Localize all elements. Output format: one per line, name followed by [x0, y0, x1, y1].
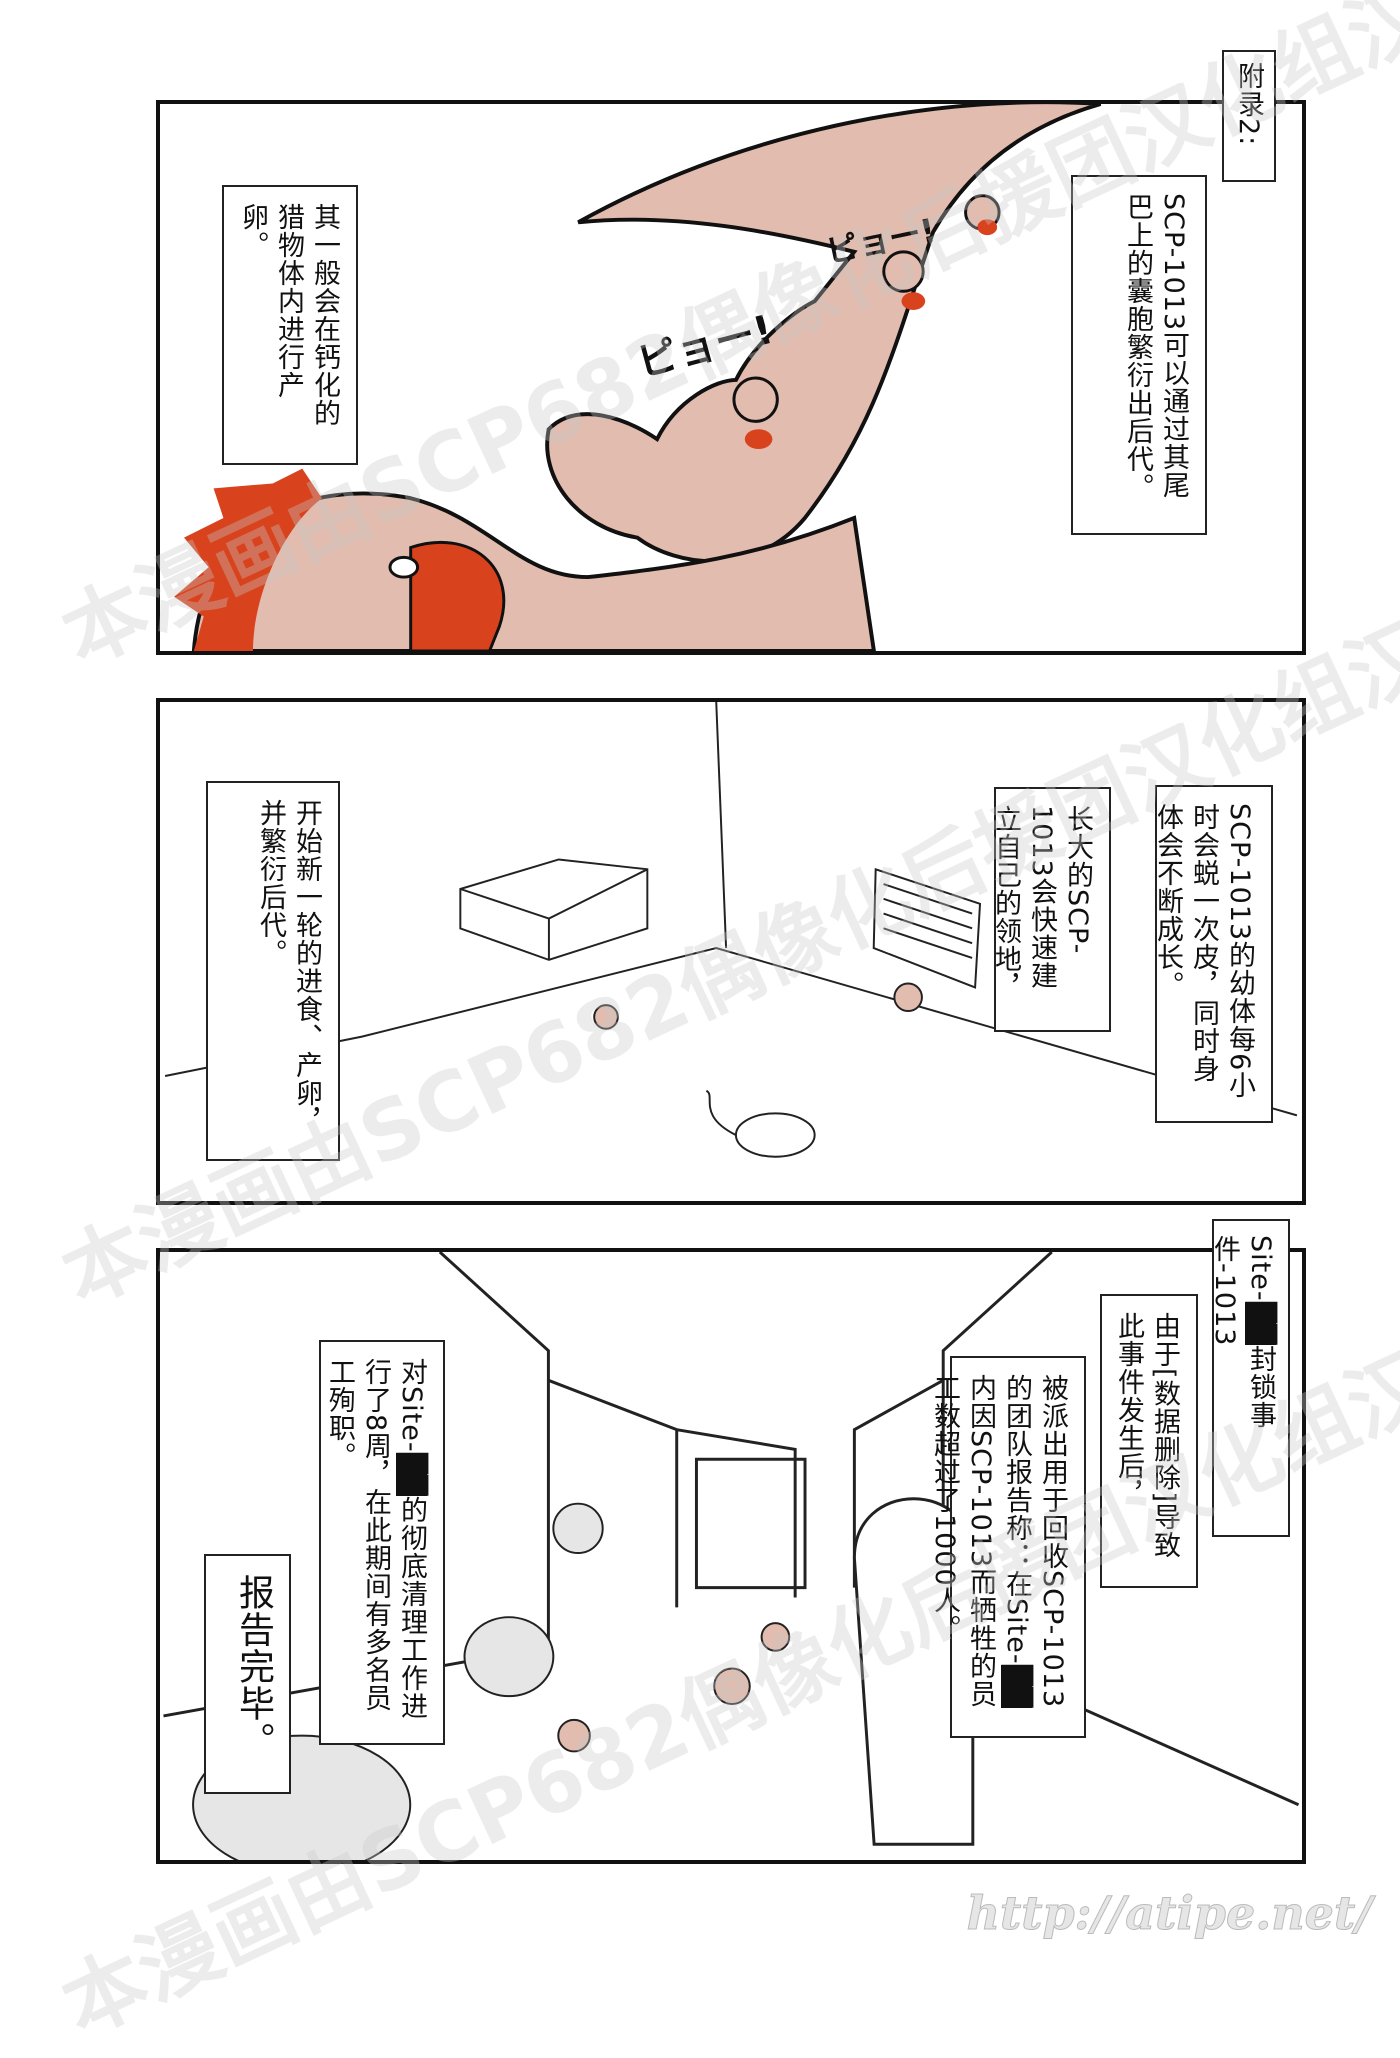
caption-box: 其一般会在钙化的猎物体内进行产卵。: [222, 185, 358, 465]
worm-creature-illustration: [174, 104, 1102, 651]
caption-text: 内因SCP-1013而牺牲的员工数超过了1000人。: [929, 1374, 996, 1709]
caption-box: 对Site-██的彻底清理工作进行了8周，在此期间有多名员工殉职。: [319, 1340, 445, 1745]
caption-box: 被派出用于回收SCP-1013的团队报告称：在Site-██内因SCP-1013…: [929, 1356, 1086, 1738]
incident-title-box: Site-██封锁事件-1013: [1209, 1219, 1290, 1537]
caption-box: SCP-1013可以通过其尾巴上的囊胞繁衍出后代。: [1071, 175, 1207, 535]
caption-text: 被派出用于回收SCP-1013的团队报告称：在Site-: [1001, 1374, 1068, 1709]
redacted-block: ██: [1001, 1664, 1032, 1709]
appendix-label: 附录2:: [1222, 50, 1276, 182]
corridor-illustration: [163, 1252, 1300, 1860]
title-prefix: Site-: [1245, 1235, 1276, 1302]
site-url-watermark: http://atipe.net/: [966, 1886, 1372, 1941]
panel-2: [156, 698, 1306, 1205]
report-end-box: 报告完毕。: [204, 1554, 291, 1794]
redacted-block: ██: [1245, 1301, 1276, 1346]
redacted-block: ██: [396, 1452, 427, 1497]
caption-box: 开始新一轮的进食、产卵，并繁衍后代。: [206, 781, 340, 1161]
caption-text: 对Site-: [396, 1358, 427, 1453]
caption-text: 的彻底清理工作进行了8周，在此期间有多名员工殉职。: [324, 1358, 427, 1721]
caption-box: 长大的SCP-1013会快速建立自己的领地，: [990, 787, 1111, 1032]
caption-box: 由于[数据删除]导致此事件发生后，: [1100, 1294, 1198, 1588]
caption-box: SCP-1013的幼体每6小时会蜕一次皮，同时身体会不断成长。: [1152, 785, 1273, 1123]
title-suffix: 封锁事件-1013: [1209, 1235, 1276, 1430]
